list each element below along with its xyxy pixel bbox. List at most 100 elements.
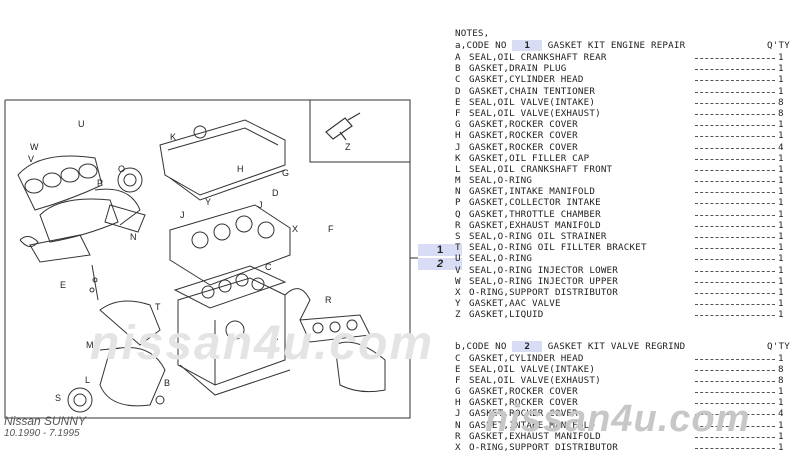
part-name: O-RING,SUPPORT DISTRIBUTOR: [469, 287, 618, 298]
leader-dots: [695, 119, 775, 126]
diagram-label: V: [28, 154, 34, 164]
leader-dots: [695, 364, 775, 371]
part-qty: 1: [778, 420, 784, 431]
part-name: GASKET,ROCKER COVER: [469, 119, 578, 130]
part-name: GASKET,ROCKER COVER: [469, 386, 578, 397]
watermark: nissan4u.com: [485, 398, 750, 441]
part-qty: 1: [778, 63, 784, 74]
part-qty: 1: [778, 431, 784, 442]
diagram-label: N: [130, 232, 137, 242]
part-qty: 1: [778, 175, 784, 186]
leader-dots: [695, 175, 775, 182]
part-code: K: [455, 153, 469, 164]
part-qty: 1: [778, 164, 784, 175]
diagram-label: H: [237, 164, 244, 174]
part-name: SEAL,OIL VALVE(EXHAUST): [469, 108, 601, 119]
part-code: X: [455, 442, 469, 453]
diagram-label: J: [258, 200, 263, 210]
part-qty: 1: [778, 253, 784, 264]
part-code: E: [455, 97, 469, 108]
diagram-label: L: [85, 375, 90, 385]
part-code: J: [455, 408, 469, 419]
part-code: N: [455, 420, 469, 431]
kit-b-prefix: b,: [455, 341, 466, 352]
leader-dots: [695, 231, 775, 238]
part-code: H: [455, 130, 469, 141]
part-name: GASKET,DRAIN PLUG: [469, 63, 566, 74]
part-qty: 1: [778, 386, 784, 397]
part-name: SEAL,O-RING: [469, 175, 532, 186]
leader-dots: [695, 242, 775, 249]
diagram-label: F: [328, 224, 334, 234]
leader-dots: [695, 265, 775, 272]
leader-dots: [695, 108, 775, 115]
diagram-label: X: [292, 224, 298, 234]
part-code: X: [455, 287, 469, 298]
diagram-label: O: [118, 164, 125, 174]
part-qty: 1: [778, 209, 784, 220]
part-name: SEAL,OIL VALVE(INTAKE): [469, 97, 595, 108]
leader-dots: [695, 197, 775, 204]
leader-dots: [695, 386, 775, 393]
rocker-cover-drawing: [160, 120, 285, 200]
leader-dots: [695, 253, 775, 260]
leader-dots: [695, 298, 775, 305]
leader-dots: [695, 209, 775, 216]
part-name: GASKET,CYLINDER HEAD: [469, 74, 584, 85]
kit-b-qty-label: Q'TY: [767, 341, 790, 352]
diagram-label: Y: [205, 197, 211, 207]
part-qty: 8: [778, 97, 784, 108]
part-name: GASKET,CYLINDER HEAD: [469, 353, 584, 364]
part-name: SEAL,O-RING: [469, 253, 532, 264]
part-name: SEAL,OIL VALVE(INTAKE): [469, 364, 595, 375]
part-qty: 1: [778, 353, 784, 364]
leader-dots: [695, 142, 775, 149]
part-code: C: [455, 353, 469, 364]
inset-part-z: [326, 113, 360, 140]
part-code: B: [455, 63, 469, 74]
leader-dots: [695, 86, 775, 93]
part-qty: 1: [778, 186, 784, 197]
part-qty: 1: [778, 442, 784, 453]
part-code: D: [455, 86, 469, 97]
part-code: P: [455, 197, 469, 208]
leader-dots: [695, 164, 775, 171]
part-qty: 8: [778, 364, 784, 375]
part-code: H: [455, 397, 469, 408]
part-code: A: [455, 52, 469, 63]
part-code: M: [455, 175, 469, 186]
part-qty: 1: [778, 309, 784, 320]
diagram-label: D: [272, 188, 279, 198]
leader-dots: [695, 287, 775, 294]
part-code: G: [455, 119, 469, 130]
diagram-label: C: [265, 262, 272, 272]
part-qty: 1: [778, 153, 784, 164]
part-qty: 1: [778, 397, 784, 408]
part-qty: 4: [778, 142, 784, 153]
part-name: GASKET,THROTTLE CHAMBER: [469, 209, 601, 220]
part-code: F: [455, 108, 469, 119]
part-code: Y: [455, 298, 469, 309]
parts-diagram: Z: [0, 0, 420, 446]
notes-title: NOTES,: [455, 28, 800, 40]
part-name: SEAL,O-RING INJECTOR LOWER: [469, 265, 618, 276]
part-code: V: [455, 265, 469, 276]
kit-a-code: 1: [512, 40, 542, 51]
inset-frame: [310, 100, 410, 162]
part-qty: 1: [778, 276, 784, 287]
